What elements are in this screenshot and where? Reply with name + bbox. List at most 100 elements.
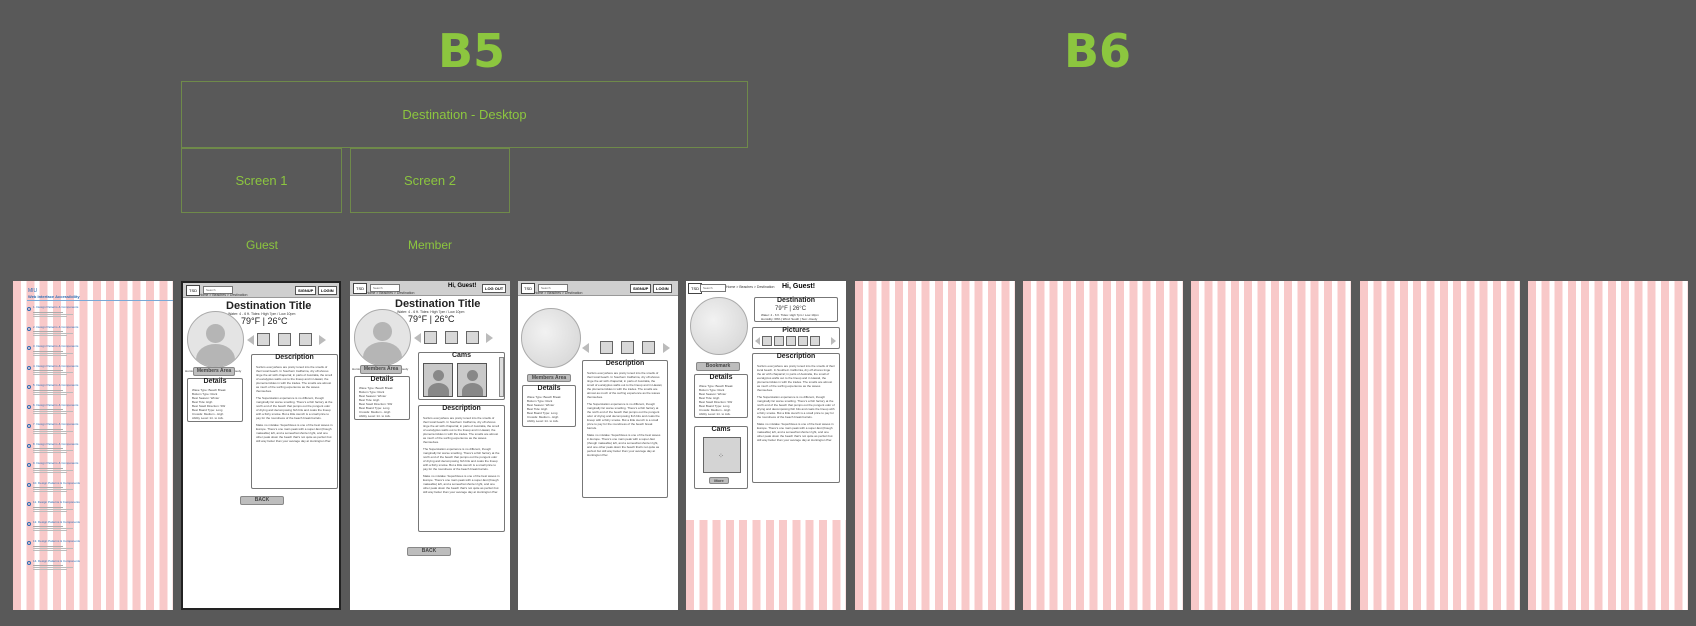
group-screen-1[interactable]: Screen 1: [181, 148, 342, 213]
wf-cams-heading: Cams: [695, 426, 747, 433]
wf-prev-arrow-icon[interactable]: [414, 333, 421, 343]
wf-thumb[interactable]: [810, 336, 820, 346]
artboard-mobile[interactable]: TSD Search Home > Beaches > Destination …: [686, 281, 846, 610]
wf-prev-arrow-icon[interactable]: [247, 335, 254, 345]
sitemap-list-label: 13. Design Patterns & Components: [33, 539, 80, 543]
wf-thumb[interactable]: [299, 333, 312, 346]
wf-details-heading: Details: [695, 374, 747, 381]
group-screen2-label: Screen 2: [404, 173, 456, 188]
wf-signup-button[interactable]: SIGNUP: [295, 286, 316, 295]
artboard-empty[interactable]: [1360, 281, 1520, 610]
sitemap-list-item[interactable]: 10. Design Patterns & Components: [33, 482, 80, 493]
group-screen-2[interactable]: Screen 2: [350, 148, 510, 213]
wf-description-heading: Description: [753, 353, 839, 360]
wf-signup-button[interactable]: SIGNUP: [630, 284, 651, 293]
wf-cams-scrollbar[interactable]: [499, 357, 504, 397]
artboard-guest-screen1[interactable]: TSD Search SIGNUP LOGIN Home > Beaches >…: [181, 281, 341, 610]
sitemap-list-item[interactable]: 14. Design Patterns & Components: [33, 560, 80, 571]
wf-members-area-button[interactable]: Members Area: [527, 374, 571, 382]
artboard-empty[interactable]: [1023, 281, 1183, 610]
wf-bookmark-button[interactable]: Bookmark: [696, 362, 740, 371]
sitemap-list-item[interactable]: 12. Design Patterns & Components: [33, 521, 80, 532]
wf-more-button[interactable]: More: [709, 477, 729, 484]
wf-prev-arrow-icon[interactable]: [755, 337, 760, 345]
bullet-icon: [27, 444, 31, 448]
wf-login-button[interactable]: LOGIN: [318, 286, 337, 295]
sitemap-list-item[interactable]: 9. Design Patterns & Components: [33, 462, 78, 473]
wf-description-text: Surfers everywhere are pretty tuned into…: [423, 416, 500, 529]
role-member-label: Member: [408, 238, 452, 252]
sitemap-list-label: 5. Design Patterns & Components: [33, 383, 78, 387]
sitemap-list-item[interactable]: 11. Design Patterns & Components: [33, 501, 80, 512]
wf-thumb[interactable]: [445, 331, 458, 344]
sitemap-list-item[interactable]: 6. Design Patterns & Components: [33, 404, 78, 415]
wf-description-heading: Description: [419, 405, 504, 412]
wf-next-arrow-icon[interactable]: [831, 337, 836, 345]
wf-topbar: TSD Search SIGNUP LOGIN Home > Beaches >…: [183, 283, 339, 298]
wf-thumb[interactable]: [278, 333, 291, 346]
wf-cam-feed[interactable]: [457, 363, 487, 397]
artboard-empty[interactable]: [855, 281, 1015, 610]
wf-thumb[interactable]: [424, 331, 437, 344]
bullet-icon: [27, 307, 31, 311]
sitemap-list-label: 12. Design Patterns & Components: [33, 520, 80, 524]
wf-search-input[interactable]: Search: [700, 284, 726, 292]
wf-description-text: Surfers everywhere are pretty tuned into…: [256, 365, 333, 486]
bullet-icon: [27, 522, 31, 526]
wf-greeting: Hi, Guest!: [448, 283, 476, 289]
wf-login-button[interactable]: LOGIN: [653, 284, 672, 293]
wf-next-arrow-icon[interactable]: [663, 343, 670, 353]
wf-rating: Humidity: 69% | Wind: South | Sun: cloud…: [761, 317, 817, 321]
wf-cam-feed[interactable]: ⁘: [703, 437, 741, 473]
sitemap-list-item[interactable]: 5. Design Patterns & Components: [33, 384, 78, 395]
wf-temp: 79°F | 26°C: [775, 306, 806, 312]
wf-prev-arrow-icon[interactable]: [582, 343, 589, 353]
wf-cam-feed[interactable]: [423, 363, 453, 397]
wf-next-arrow-icon[interactable]: [319, 335, 326, 345]
sitemap-list-item[interactable]: 8. Design Patterns & Components: [33, 443, 78, 454]
wf-details-list: Wave Type: Beach BreakBottom Type: RockB…: [527, 395, 571, 423]
sitemap-list-label: 1. Design Patterns & Components: [33, 305, 78, 309]
sitemap-list-item[interactable]: 1. Design Patterns & Components: [33, 306, 78, 317]
bullet-icon: [27, 366, 31, 370]
wf-thumb[interactable]: [466, 331, 479, 344]
sitemap-list-item[interactable]: 2. Design Patterns & Components: [33, 326, 78, 337]
section-b5-label: B5: [438, 24, 505, 78]
wf-details-panel: Details Wave Type: Beach BreakBottom Typ…: [187, 378, 243, 422]
sitemap-list-item[interactable]: 13. Design Patterns & Components: [33, 540, 80, 551]
sitemap-list-label: 14. Design Patterns & Components: [33, 559, 80, 563]
sitemap-list-label: 10. Design Patterns & Components: [33, 481, 80, 485]
bullet-icon: [27, 541, 31, 545]
wf-logout-button[interactable]: LOG OUT: [482, 284, 506, 293]
wf-breadcrumb: Home > Beaches > Destination: [726, 285, 774, 289]
wf-thumb[interactable]: [621, 341, 634, 354]
wf-thumb[interactable]: [600, 341, 613, 354]
wf-thumb[interactable]: [774, 336, 784, 346]
sitemap-list-item[interactable]: 4. Design Patterns & Components: [33, 365, 78, 376]
sitemap-list-label: 4. Design Patterns & Components: [33, 364, 78, 368]
wf-destination-heading: Destination: [755, 297, 837, 304]
artboard-sitemap[interactable]: MIU Web Interface Accessibility 1. Desig…: [13, 281, 173, 610]
sitemap-list-item[interactable]: 3. Design Patterns & Components: [33, 345, 78, 356]
group-destination-desktop[interactable]: Destination - Desktop: [181, 81, 748, 148]
wf-greeting: Hi, Guest!: [782, 283, 815, 290]
artboard-empty[interactable]: [1528, 281, 1688, 610]
wf-back-button[interactable]: BACK: [240, 496, 284, 505]
sitemap-list-label: 8. Design Patterns & Components: [33, 442, 78, 446]
wf-destination-title: Destination Title: [395, 298, 480, 310]
sitemap-list-item[interactable]: 7. Design Patterns & Components: [33, 423, 78, 434]
artboard-member-screen2[interactable]: TSD Search Hi, Guest! LOG OUT Home > Bea…: [350, 281, 510, 610]
wf-thumb[interactable]: [786, 336, 796, 346]
wf-topbar: TSD Search Hi, Guest! LOG OUT Home > Bea…: [350, 281, 510, 296]
wf-thumb[interactable]: [257, 333, 270, 346]
artboard-empty[interactable]: [1191, 281, 1351, 610]
wf-description-heading: Description: [583, 360, 667, 367]
wf-thumb[interactable]: [642, 341, 655, 354]
artboard-guest-tablet[interactable]: TSD Search SIGNUP LOGIN Home > Beaches >…: [518, 281, 678, 610]
wf-thumb[interactable]: [762, 336, 772, 346]
wf-members-area-button[interactable]: Members Area: [193, 367, 235, 376]
wf-members-area-button[interactable]: Members Area: [360, 365, 402, 374]
wf-next-arrow-icon[interactable]: [486, 333, 493, 343]
wf-thumb[interactable]: [798, 336, 808, 346]
wf-back-button[interactable]: BACK: [407, 547, 451, 556]
